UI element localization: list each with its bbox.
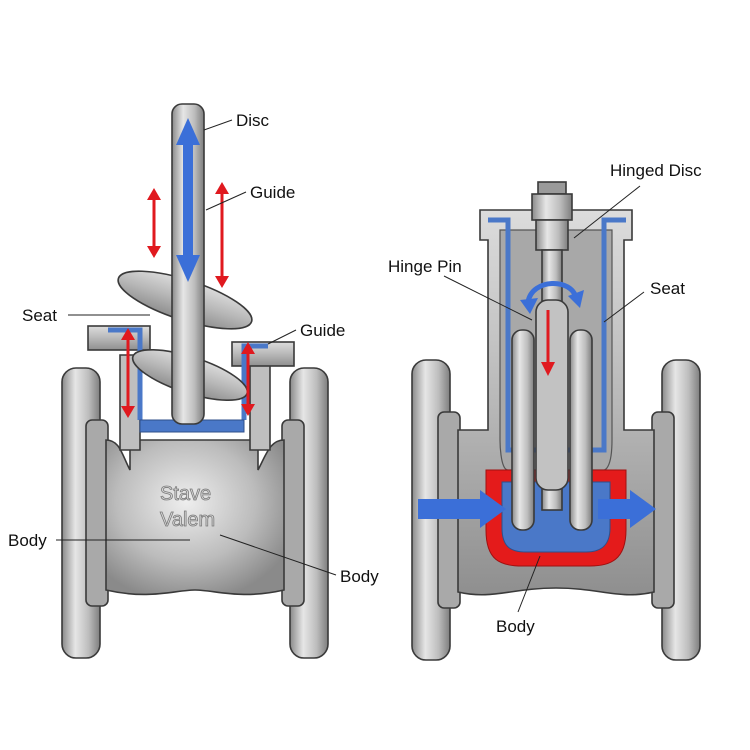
seat-motion-arrow [121,328,135,418]
label-body-bottom: Body [496,617,535,636]
label-guide-side: Guide [300,321,345,340]
left-valve-body [105,439,285,596]
right-disc-right [569,329,593,531]
stem-motion-arrow [176,118,200,282]
cast-text-line2: Valem [160,509,215,531]
right-valve-bolt [531,181,573,251]
label-body-left: Body [8,531,47,550]
label-seat-right: Seat [650,279,685,298]
right-valve-flange-right [651,359,701,661]
label-hinged-disc: Hinged Disc [610,161,702,180]
flow-arrow-inlet [418,490,506,528]
label-hinge-pin: Hinge Pin [388,257,462,276]
right-disc-left [511,329,535,531]
guide-side-motion-arrow [241,342,255,416]
left-bonnet-wall-right [249,354,271,451]
guide-motion-arrow-right [215,182,229,288]
label-disc: Disc [236,111,270,130]
label-guide-top: Guide [250,183,295,202]
label-body-right: Body [340,567,379,586]
left-valve-flange-right [281,367,329,659]
left-valve: Stave Valem [61,103,329,659]
disc-motion-arrow [541,310,555,376]
left-bonnet-wall-left [119,354,141,451]
hinge-rotation-arrow [520,281,584,314]
right-hinged-disc [535,299,569,491]
cast-text-line1: Stave [160,483,211,505]
left-valve-flange-left [61,367,109,659]
guide-motion-arrow-left [147,188,161,258]
flow-arrow-outlet [598,490,656,528]
label-seat-left: Seat [22,306,57,325]
left-liner-left [108,327,143,420]
right-valve [411,181,701,661]
